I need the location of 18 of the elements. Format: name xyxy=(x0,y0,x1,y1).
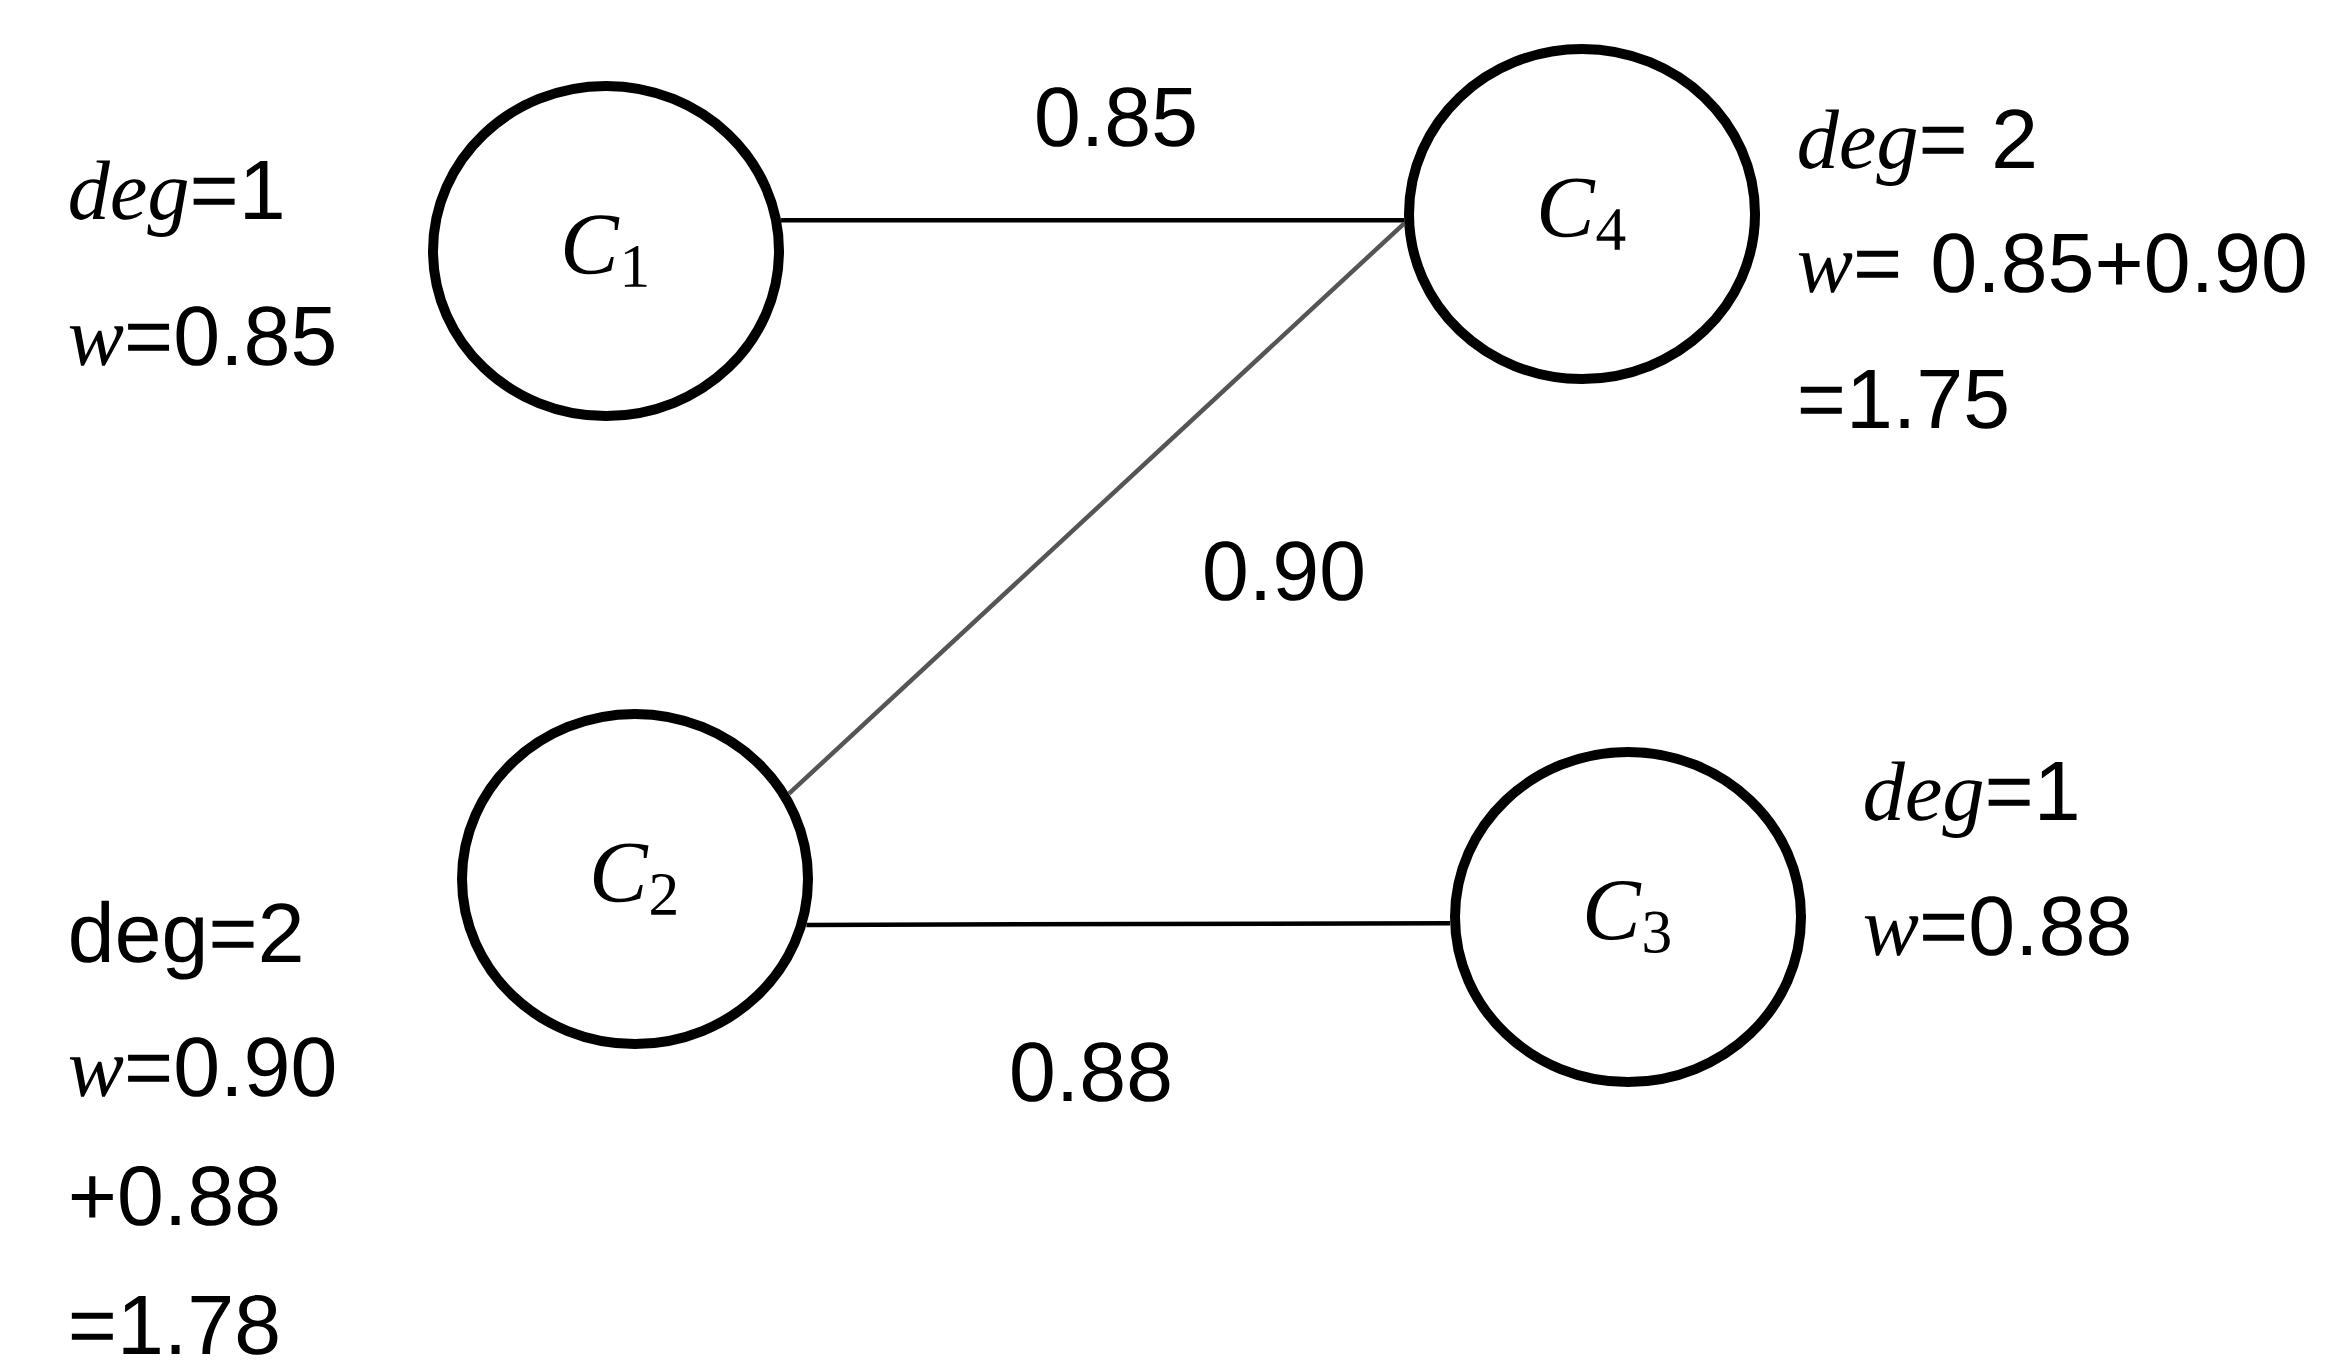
circle-node: C$_{3}$ xyxy=(1450,747,1806,1087)
edge-label: 0.88 xyxy=(1001,1035,1181,1109)
node-annotation: deg= 2 xyxy=(1799,109,2034,186)
connector-line xyxy=(787,221,1406,796)
node-annotation: deg=2 xyxy=(71,900,301,980)
circle-node: C$_{4}$ xyxy=(1404,44,1760,384)
node-annotation: deg=1 xyxy=(1865,761,2077,838)
node-annotation: w=0.90 +0.88 =1.78 xyxy=(69,1037,335,1355)
connector-line xyxy=(781,217,1405,223)
connector-line xyxy=(806,920,1451,928)
node-annotation: w=0.85 xyxy=(69,306,334,366)
node-annotation: w=0.88 xyxy=(1864,896,2129,956)
node-annotation: deg=1 xyxy=(70,160,282,237)
circle-node: C$_{2}$ xyxy=(457,709,813,1049)
edge-label: 0.85 xyxy=(1026,80,1206,154)
node-annotation: w= 0.85+0.90 =1.75 xyxy=(1798,233,2305,429)
edge-label: 0.90 xyxy=(1194,534,1374,608)
circle-node: C$_{1}$ xyxy=(428,81,784,421)
